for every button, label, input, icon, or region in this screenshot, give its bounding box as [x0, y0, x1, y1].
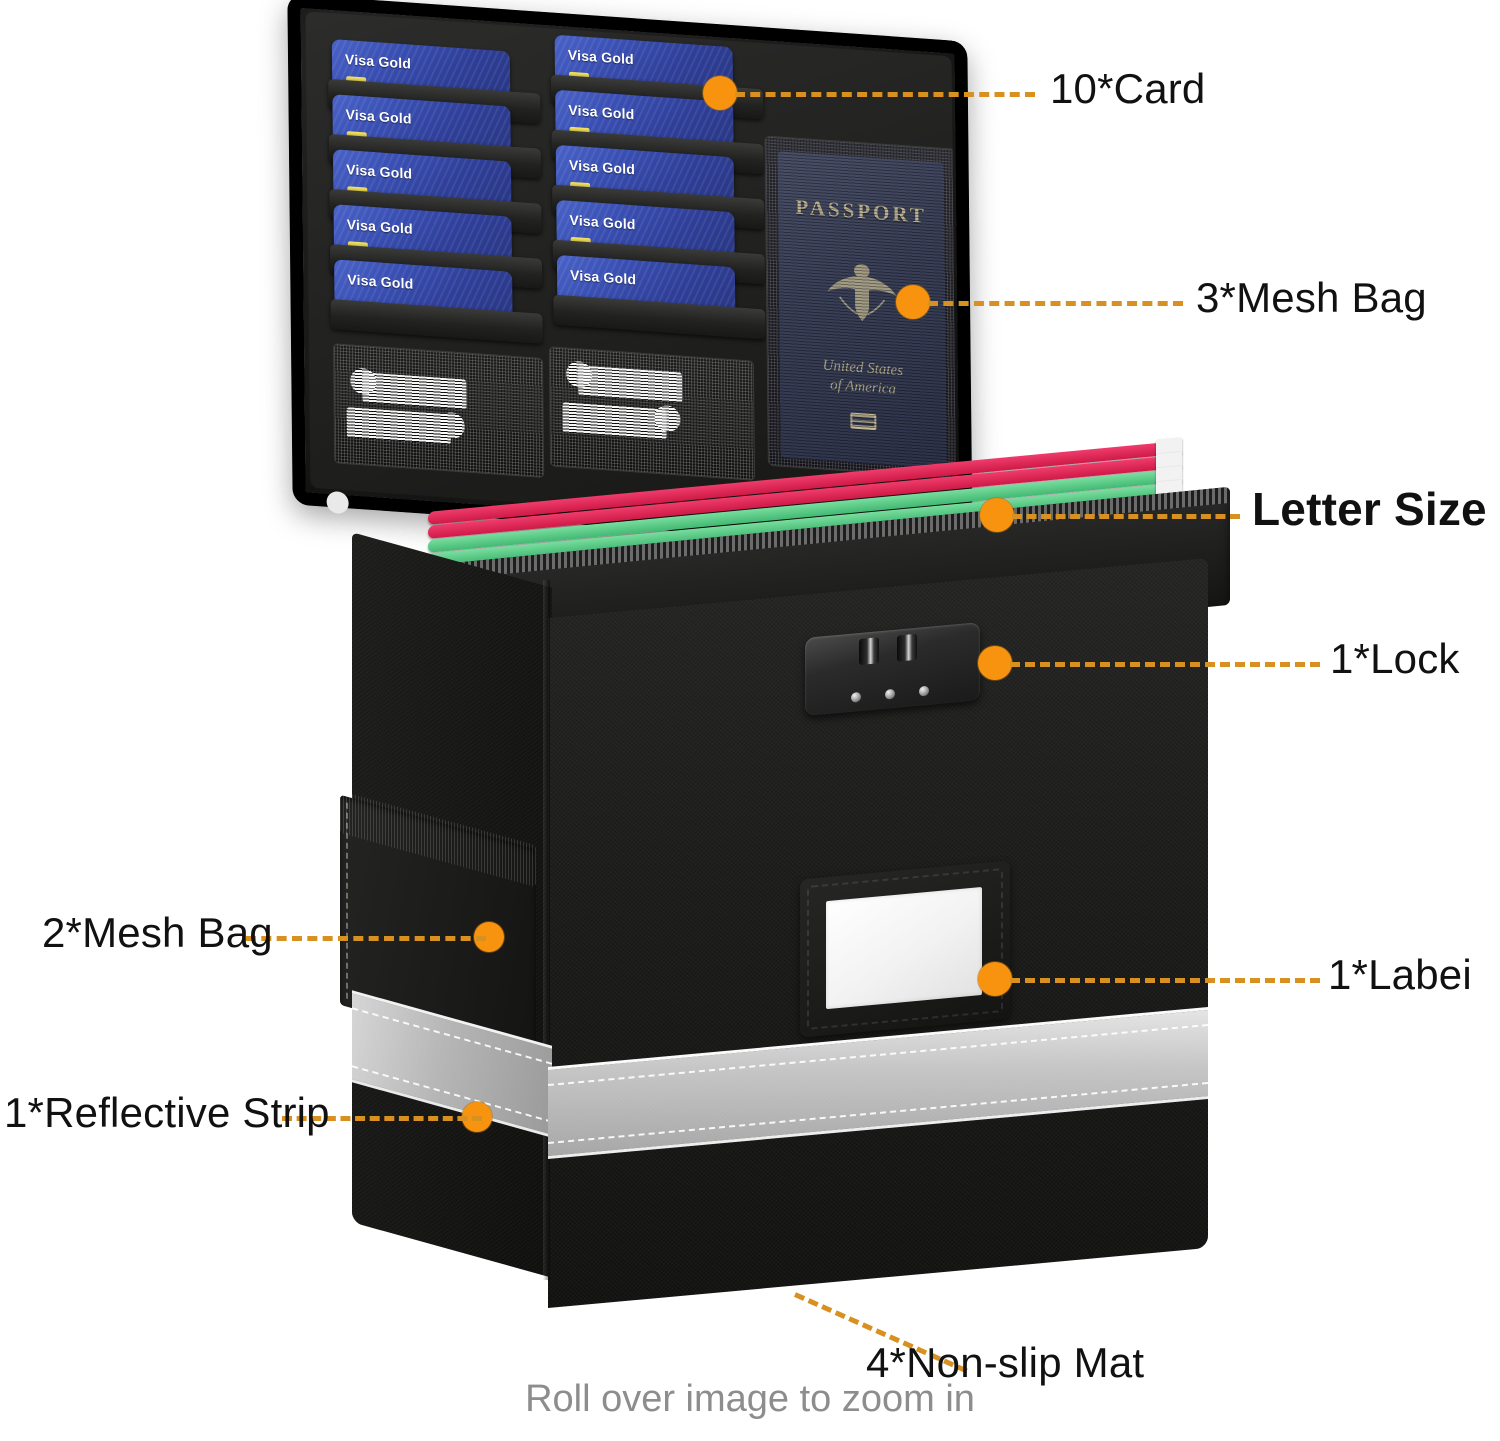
leader-line-mesh2	[246, 936, 486, 941]
mesh-contents-item	[350, 367, 377, 396]
callout-label-letter-size: Letter Size	[1252, 483, 1487, 535]
leader-line-mesh3	[928, 301, 1183, 306]
label-window-frame	[800, 860, 1010, 1038]
leader-line-letter	[1012, 514, 1240, 519]
lock-body	[805, 622, 980, 716]
lid-mesh-pocket-left	[332, 343, 545, 479]
card-label: Visa Gold	[344, 51, 412, 72]
mesh-contents-item	[578, 365, 683, 403]
leader-line-lock	[1010, 662, 1320, 667]
card-label: Visa Gold	[345, 106, 412, 127]
callout-dot-mesh3	[896, 285, 930, 319]
callout-label-card: 10*Card	[1050, 65, 1206, 112]
card-label: Visa Gold	[569, 266, 637, 288]
combination-lock[interactable]	[805, 622, 980, 716]
lock-dial[interactable]	[897, 633, 917, 662]
card-label: Visa Gold	[568, 101, 635, 123]
label-card	[826, 886, 982, 1010]
lock-indicator-dot	[851, 691, 861, 703]
card-label: Visa Gold	[347, 271, 414, 292]
lock-dial[interactable]	[859, 637, 879, 666]
card-pocket-column-left: Visa Gold Visa Gold Visa Gold	[328, 39, 543, 344]
lock-indicator-dot	[885, 688, 895, 700]
mesh-contents-item	[565, 360, 593, 389]
mesh-contents-item	[346, 407, 451, 445]
mesh-contents-item	[362, 372, 467, 410]
leader-line-reflect	[282, 1116, 482, 1121]
box-corner-edge	[543, 580, 550, 1280]
callout-label-reflective-strip: 1*Reflective Strip	[4, 1089, 330, 1136]
callout-label-label: 1*Labei	[1328, 951, 1472, 998]
card-label: Visa Gold	[346, 161, 413, 182]
lock-indicator-dot	[919, 685, 929, 697]
pocket-stitching	[346, 802, 348, 1000]
box-lid: Visa Gold Visa Gold Visa Gold	[287, 0, 973, 555]
lid-interior: Visa Gold Visa Gold Visa Gold	[305, 11, 957, 533]
lid-mesh-pocket-right	[548, 346, 756, 481]
mesh-contents-item	[562, 402, 667, 440]
callout-dot-label	[978, 962, 1012, 996]
passport-biometric-icon	[850, 411, 877, 430]
callout-dot-card	[703, 76, 737, 110]
leader-line-card	[735, 92, 1035, 97]
zoom-hint-text: Roll over image to zoom in	[525, 1378, 975, 1420]
callout-label-mesh2: 2*Mesh Bag	[42, 909, 273, 956]
callout-label-lock: 1*Lock	[1330, 635, 1460, 682]
callout-dot-lock	[978, 646, 1012, 680]
card-label: Visa Gold	[568, 156, 636, 178]
callout-label-non-slip-mat: 4*Non-slip Mat	[866, 1339, 1145, 1386]
eagle-crest-icon	[827, 264, 897, 321]
card-label: Visa Gold	[346, 216, 413, 237]
leader-line-label	[1010, 978, 1320, 983]
document-box-body	[330, 437, 1230, 1309]
callout-dot-letter	[980, 498, 1014, 532]
passport-title: PASSPORT	[795, 194, 927, 228]
card-label: Visa Gold	[567, 46, 634, 68]
passport-country: United States of America	[822, 357, 904, 398]
card-pocket-column-right: Visa Gold Visa Gold Visa Gold	[550, 34, 766, 340]
callout-label-mesh3: 3*Mesh Bag	[1196, 274, 1427, 321]
card-label: Visa Gold	[569, 211, 636, 233]
